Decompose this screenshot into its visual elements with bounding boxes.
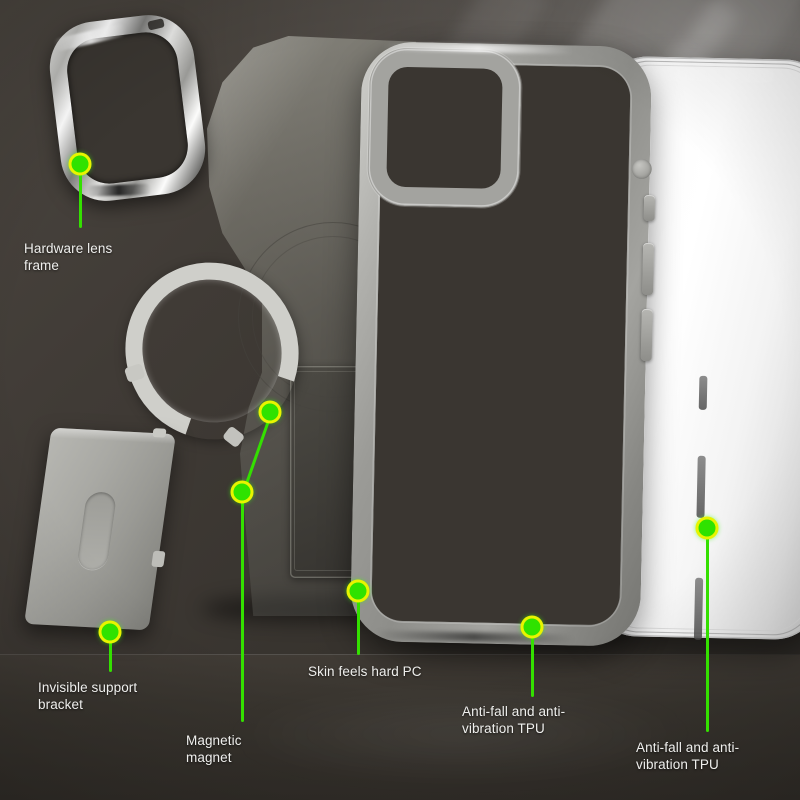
callout-label-invisible-support-bracket: Invisible support bracket (38, 680, 138, 712)
floor-horizon-line (0, 654, 800, 655)
tpu-volume-up-button (642, 242, 655, 296)
callout-label-anti-fall-tpu-right: Anti-fall and anti- vibration TPU (636, 740, 740, 772)
volume-up-cutout (696, 455, 706, 518)
gray-tpu-bumper-frame (349, 41, 656, 647)
callout-dot-magnetic-magnet[interactable] (230, 480, 254, 504)
callout-line-magnetic-magnet (240, 500, 244, 722)
bracket-hinge-bottom (151, 550, 166, 568)
floor-surface (0, 655, 800, 800)
callout-line-skin-feels-hard-pc (356, 599, 360, 655)
tpu-volume-down-button (640, 308, 653, 362)
callout-dot-anti-fall-tpu-center[interactable] (520, 615, 544, 639)
callout-label-hardware-lens-frame: Hardware lens frame (24, 241, 113, 273)
callout-dot-invisible-support-bracket[interactable] (98, 620, 122, 644)
bracket-hinge-top (152, 428, 167, 438)
callout-dot-hardware-lens-frame[interactable] (68, 152, 92, 176)
side-button-cutout (698, 375, 708, 410)
callout-line-anti-fall-tpu-center (530, 635, 534, 697)
tpu-side-button (643, 194, 656, 222)
hardware-lens-frame (44, 9, 211, 207)
callout-dot-magnetic-magnet[interactable] (258, 400, 282, 424)
floor-light-pool (180, 690, 740, 800)
callout-line-hardware-lens-frame (78, 172, 82, 228)
volume-down-cutout (693, 577, 704, 640)
callout-line-anti-fall-tpu-right (705, 536, 709, 732)
callout-line-invisible-support-bracket (108, 640, 112, 672)
magsafe-magnet-ring (95, 233, 329, 469)
lens-frame-shadow (86, 183, 152, 197)
callout-dot-anti-fall-tpu-right[interactable] (695, 516, 719, 540)
callout-dot-skin-feels-hard-pc[interactable] (346, 579, 370, 603)
callout-label-skin-feels-hard-pc: Skin feels hard PC (308, 664, 422, 679)
tpu-camera-window-edge (368, 48, 521, 207)
callout-label-anti-fall-tpu-center: Anti-fall and anti- vibration TPU (462, 704, 566, 736)
callout-label-magnetic-magnet: Magnetic magnet (186, 733, 242, 765)
